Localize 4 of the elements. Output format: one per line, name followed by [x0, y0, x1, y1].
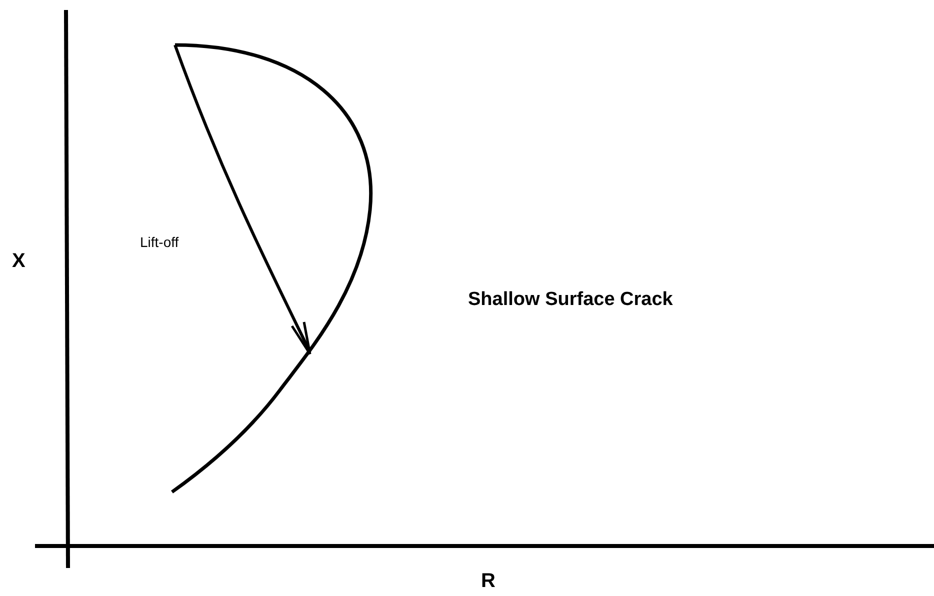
curve-label: Lift-off: [140, 233, 179, 252]
curve-label: Shallow Surface Crack: [468, 288, 673, 312]
axis-label: X: [12, 249, 26, 274]
axis-label: R: [481, 569, 496, 594]
